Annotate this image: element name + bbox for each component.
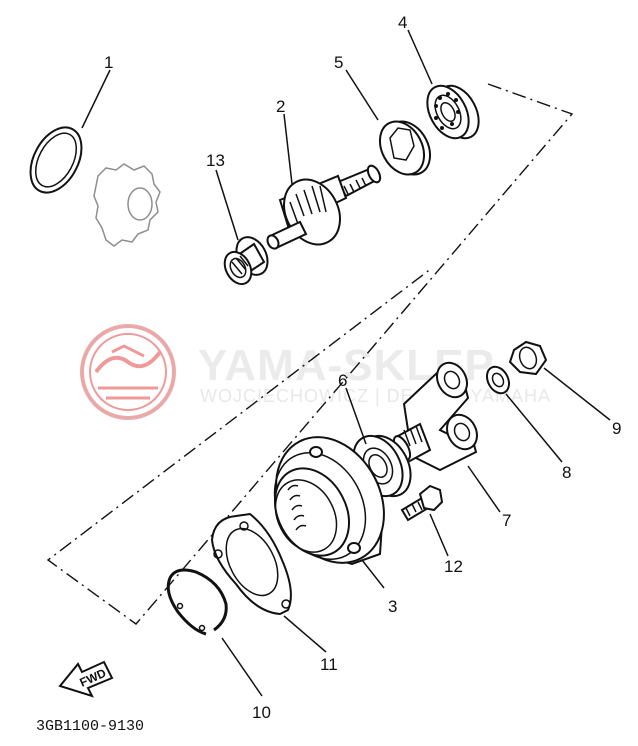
callout-13: 13 <box>206 151 225 170</box>
part-7-yoke <box>392 361 478 472</box>
part-2-gear-shaft <box>266 164 382 250</box>
watermark: YAMA-SKLEP WOJCIECHOWICZ | DEALER YAMAHA <box>80 324 550 420</box>
reference-gear <box>93 163 161 247</box>
part-11-gasket <box>210 512 292 616</box>
callout-1: 1 <box>104 53 113 72</box>
yama-sklep-logo <box>80 324 176 420</box>
callout-8: 8 <box>562 463 571 482</box>
leader-lines <box>81 29 611 697</box>
callout-4: 4 <box>398 13 407 32</box>
callout-numbers: 1 2 3 4 5 6 7 8 9 10 11 12 13 <box>104 13 621 722</box>
part-4-bearing <box>426 84 480 140</box>
part-12-bolt <box>400 484 444 522</box>
part-8-washer <box>485 365 511 395</box>
callout-6: 6 <box>338 371 347 390</box>
callout-11: 11 <box>320 655 338 674</box>
part-1-o-ring <box>29 126 83 194</box>
part-10-circlip <box>166 568 228 636</box>
callout-7: 7 <box>502 511 511 530</box>
callout-5: 5 <box>334 53 343 72</box>
callout-2: 2 <box>276 97 285 116</box>
fwd-arrow: FWD <box>58 660 114 698</box>
assembly-boundary-line <box>46 83 574 625</box>
callout-12: 12 <box>444 557 463 576</box>
part-9-nut <box>508 340 548 376</box>
part-3-bearing-housing <box>273 436 385 566</box>
document-code: 3GB1100-9130 <box>36 718 144 735</box>
part-5-hex-seal <box>378 120 432 176</box>
callout-3: 3 <box>388 597 397 616</box>
callout-9: 9 <box>612 419 621 438</box>
part-13-needle-bearing <box>223 236 269 286</box>
callout-10: 10 <box>252 703 271 722</box>
